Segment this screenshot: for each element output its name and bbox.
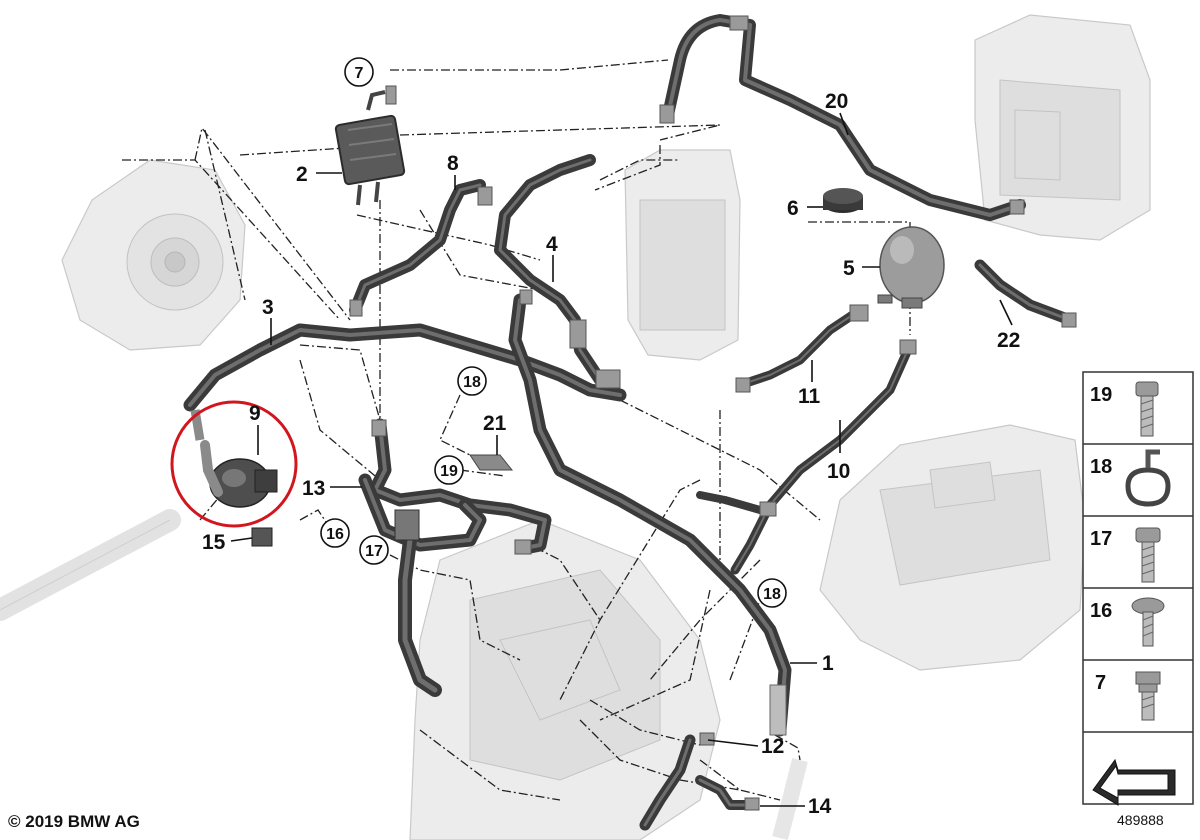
power-electronics-ghost: [974, 14, 1151, 241]
legend-item-17: 17: [1090, 527, 1161, 583]
callout-22: 22: [997, 329, 1020, 352]
battery-housing-ghost: [819, 424, 1086, 671]
callout-15: 15: [202, 531, 226, 554]
oil-cooler-2: [334, 90, 406, 206]
axle-shaft-ghost: [0, 509, 181, 621]
legend-item-7: 7: [1095, 671, 1161, 721]
callout-10: 10: [827, 460, 850, 483]
hose-clip-18-icon: [1125, 449, 1171, 507]
direction-arrow-icon: [1092, 758, 1176, 806]
leader-lines: [230, 112, 1013, 807]
coolant-hoses: [183, 14, 1076, 831]
callout-13: 13: [302, 477, 325, 500]
bracket-21: [469, 454, 514, 471]
highlight-circle: [170, 400, 298, 528]
legend-item-18: 18: [1090, 449, 1171, 507]
callout-8: 8: [447, 152, 459, 175]
callout-1: 1: [822, 652, 834, 675]
callout-labels: 1 2 3 4 5 6 8 9 10 11 12 13 14 15 20 21 …: [202, 90, 1020, 818]
svg-text:16: 16: [1090, 600, 1112, 622]
expansion-tank-5: [877, 226, 945, 309]
svg-text:16: 16: [326, 526, 344, 543]
screw-19-icon: [1135, 381, 1159, 437]
svg-text:19: 19: [1090, 384, 1112, 406]
pipe-stub-ghost: [772, 758, 808, 840]
fastener-legend: 19 18 17 16: [1082, 371, 1194, 806]
circled-callouts: 7 16 17 18 18 19: [320, 57, 787, 608]
legend-item-19: 19: [1090, 381, 1159, 437]
bleed-screw-7: [385, 85, 397, 105]
circled-callout-7: 7: [344, 57, 374, 87]
callout-4: 4: [546, 233, 558, 256]
svg-text:18: 18: [763, 586, 781, 603]
callout-3: 3: [262, 296, 274, 319]
diagram-number: 489888: [1117, 812, 1164, 828]
coolant-pump-9: [190, 409, 278, 508]
callout-21: 21: [483, 412, 507, 435]
screw-17-icon: [1135, 527, 1161, 583]
bleed-screw-7-icon: [1135, 671, 1161, 721]
svg-text:17: 17: [1090, 528, 1112, 550]
circled-callout-16: 16: [320, 518, 350, 548]
callout-14: 14: [808, 795, 832, 818]
callout-9: 9: [249, 402, 261, 425]
hose-connectors: [349, 15, 1077, 811]
copyright-text: © 2019 BMW AG: [8, 812, 140, 831]
callout-20: 20: [825, 90, 848, 113]
charger-unit-ghost: [624, 149, 741, 361]
callout-5: 5: [843, 257, 855, 280]
callout-2: 2: [296, 163, 308, 186]
callout-6: 6: [787, 197, 799, 220]
circled-callout-18-top: 18: [457, 366, 487, 396]
svg-text:7: 7: [1095, 672, 1106, 694]
tank-cap-6: [823, 188, 863, 213]
circled-callout-19: 19: [434, 455, 464, 485]
circled-callout-17: 17: [359, 535, 389, 565]
bracket-15: [251, 527, 273, 547]
screw-16-icon: [1131, 597, 1165, 647]
svg-text:7: 7: [355, 65, 364, 82]
svg-text:18: 18: [463, 374, 481, 391]
electric-motor-ghost: [61, 159, 246, 351]
circled-callout-18-right: 18: [757, 578, 787, 608]
callout-11: 11: [798, 385, 821, 408]
legend-item-16: 16: [1090, 597, 1165, 647]
svg-text:19: 19: [440, 463, 458, 480]
range-extender-engine-ghost: [409, 519, 721, 840]
svg-text:17: 17: [365, 543, 383, 560]
svg-text:18: 18: [1090, 456, 1112, 478]
callout-12: 12: [761, 735, 784, 758]
